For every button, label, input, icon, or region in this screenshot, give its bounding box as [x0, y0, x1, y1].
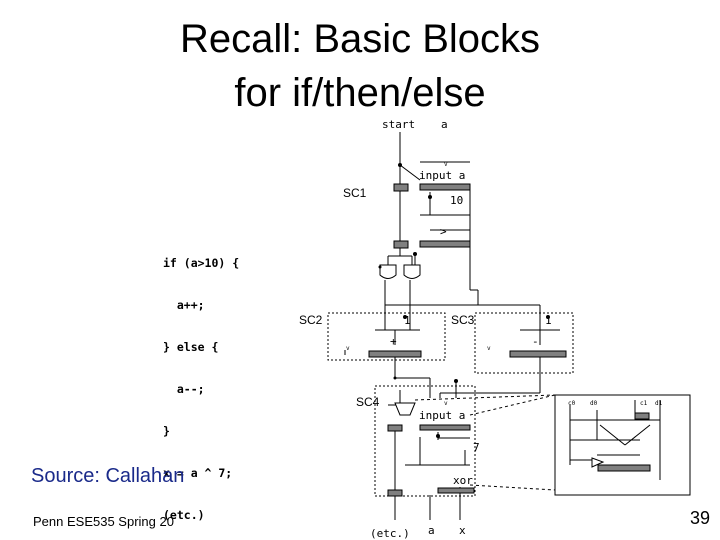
top-a-label: a	[441, 118, 448, 131]
sc3-label: SC3	[451, 313, 475, 327]
code-line: }	[163, 424, 170, 438]
const-10-label: 10	[450, 194, 463, 207]
code-line: (etc.)	[163, 508, 205, 522]
one-left-label: 1	[404, 314, 411, 327]
input-a-label-2: input a	[419, 409, 465, 422]
code-line: if (a>10) {	[163, 256, 240, 270]
xor-label: xor	[453, 474, 473, 487]
slide-title-line1: Recall: Basic Blocks	[179, 17, 541, 61]
code-line: x = a ^ 7;	[163, 466, 233, 480]
inset-c1-label: c1	[640, 400, 648, 407]
sc1-label: SC1	[343, 186, 367, 200]
start-label: start	[382, 118, 415, 131]
bottom-x-label: x	[459, 524, 466, 537]
code-line: a++;	[163, 298, 205, 312]
bottom-etc-label: (etc.)	[370, 527, 410, 540]
code-listing: if (a>10) { a++; } else { a--; } x = a ^…	[163, 228, 239, 536]
inset-d0-label: d0	[590, 400, 598, 407]
v-mark: v	[346, 345, 350, 352]
code-line: a--;	[163, 382, 205, 396]
const-7-label: 7	[473, 441, 480, 454]
input-a-label-1: input a	[419, 169, 465, 182]
minus-label: -	[532, 335, 539, 348]
slide-title-line2: for if/then/else	[234, 71, 486, 115]
sc2-label: SC2	[299, 313, 323, 327]
inset-c0-label: c0	[568, 400, 576, 407]
v-mark: v	[487, 345, 491, 352]
inset-d1-label: d1	[655, 400, 663, 407]
footer-course: Penn ESE535 Spring 20	[33, 514, 174, 529]
v-mark: v	[444, 400, 448, 407]
bottom-a-label: a	[428, 524, 435, 537]
v-mark: v	[444, 161, 448, 168]
sc4-label: SC4	[356, 395, 380, 409]
source-credit: Source: Callahan	[31, 465, 185, 487]
plus-label: +	[390, 335, 397, 348]
one-right-label: 1	[545, 314, 552, 327]
compare-gt-label: >	[440, 225, 447, 238]
page-number: 39	[690, 508, 711, 528]
code-line: } else {	[163, 340, 219, 354]
